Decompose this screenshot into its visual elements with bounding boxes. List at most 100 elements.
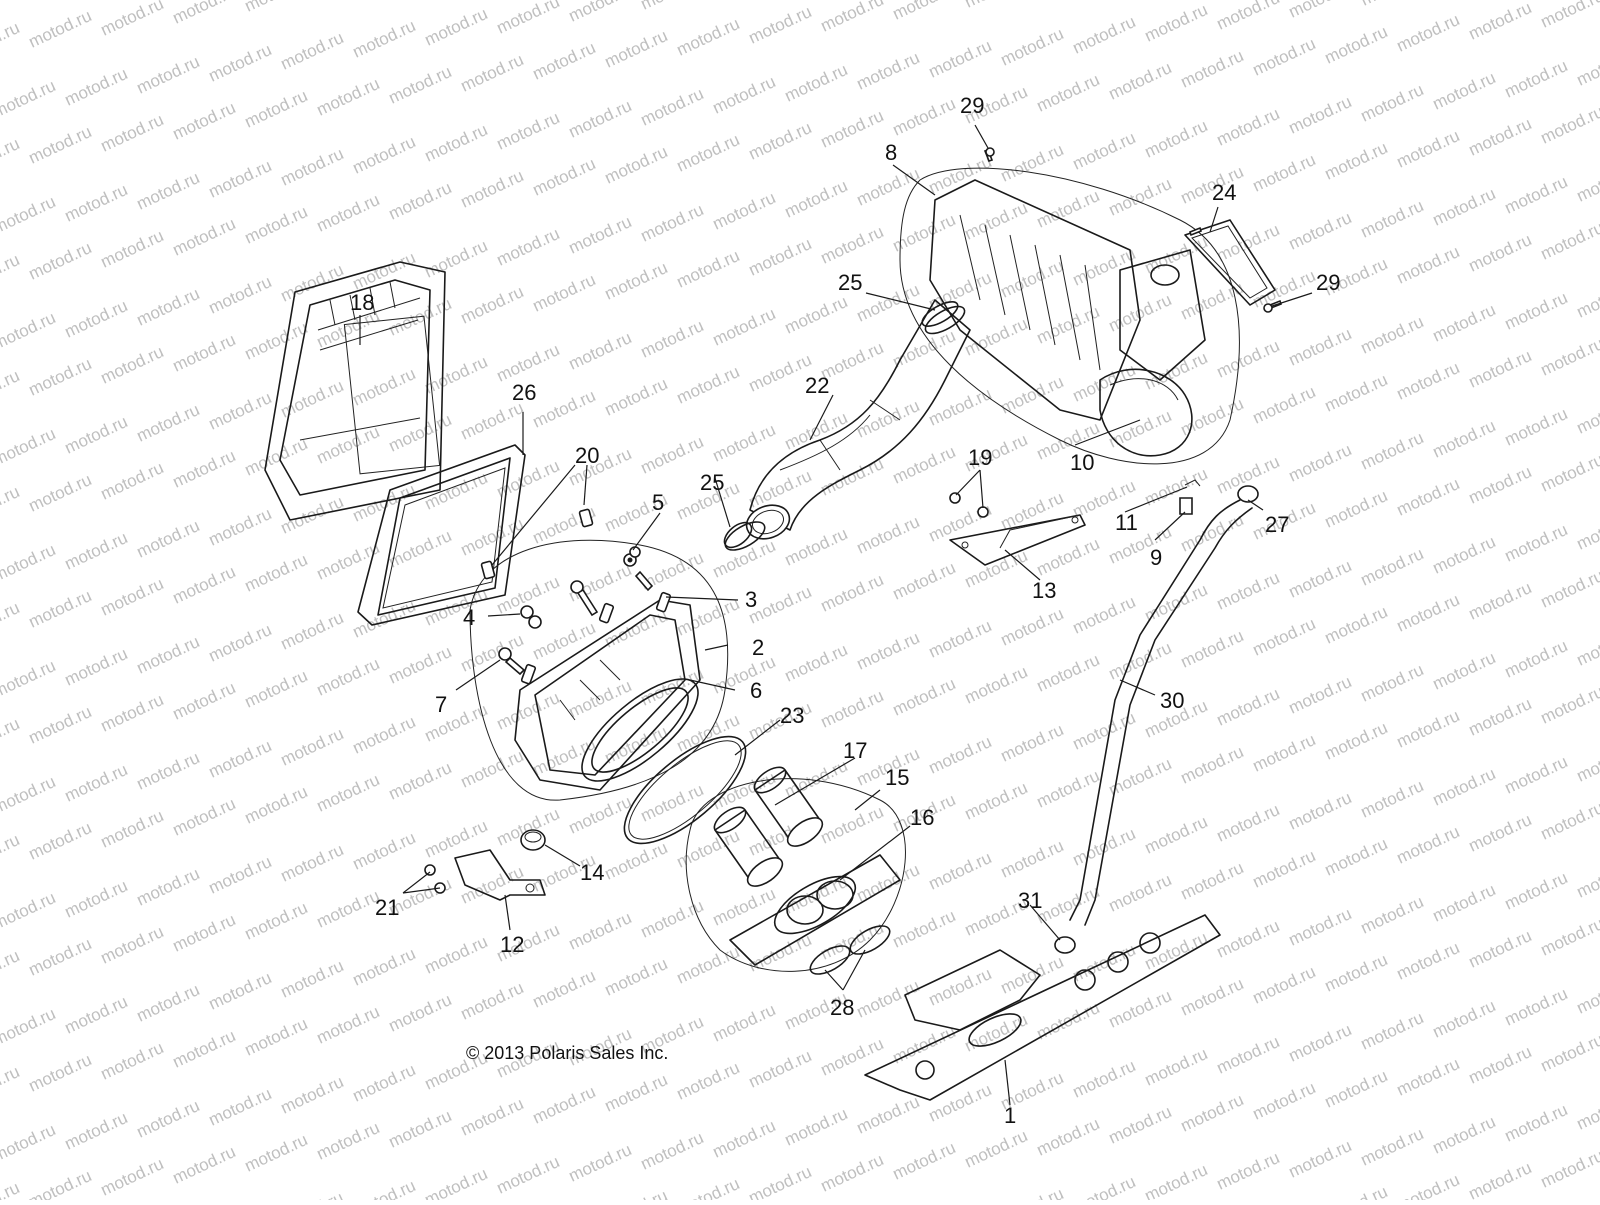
callout-27: 26	[512, 380, 536, 405]
watermark-text: motod.ru	[998, 720, 1067, 766]
watermark-text: motod.ru	[0, 1178, 22, 1200]
watermark-text: motod.ru	[242, 898, 311, 944]
watermark-text: motod.ru	[386, 178, 455, 224]
watermark-text: motod.ru	[674, 1174, 743, 1200]
watermark-text: motod.ru	[674, 130, 743, 176]
watermark-text: motod.ru	[962, 198, 1031, 244]
watermark-text: motod.ru	[1538, 450, 1600, 496]
watermark-text: motod.ru	[1538, 682, 1600, 728]
watermark-text: motod.ru	[386, 1106, 455, 1152]
watermark-text: motod.ru	[314, 886, 383, 932]
watermark-text: motod.ru	[926, 384, 995, 430]
watermark-text: motod.ru	[1394, 706, 1463, 752]
watermark-text: motod.ru	[1430, 764, 1499, 810]
watermark-text: motod.ru	[1358, 196, 1427, 242]
watermark-text: motod.ru	[566, 0, 635, 26]
watermark-text: motod.ru	[170, 446, 239, 492]
watermark-text: motod.ru	[0, 18, 22, 64]
watermark-text: motod.ru	[1142, 812, 1211, 858]
watermark-text: motod.ru	[1394, 1170, 1463, 1200]
watermark-text: motod.ru	[170, 910, 239, 956]
watermark-text: motod.ru	[0, 308, 58, 354]
watermark-text: motod.ru	[818, 222, 887, 268]
watermark-text: motod.ru	[1070, 1056, 1139, 1102]
watermark-text: motod.ru	[1142, 580, 1211, 626]
watermark-text: motod.ru	[1430, 996, 1499, 1042]
callout-3: 3	[745, 587, 757, 612]
watermark-text: motod.ru	[314, 1002, 383, 1048]
watermark-text: motod.ru	[602, 258, 671, 304]
watermark-text: motod.ru	[134, 748, 203, 794]
part-1-mounting-plate	[864, 914, 1221, 1101]
watermark-text: motod.ru	[1574, 44, 1600, 90]
watermark-text: motod.ru	[242, 550, 311, 596]
watermark-text: motod.ru	[350, 16, 419, 62]
part-27-air-filter	[357, 444, 526, 626]
watermark-text: motod.ru	[926, 36, 995, 82]
part-28-clamps	[809, 925, 891, 975]
watermark-text: motod.ru	[1214, 104, 1283, 150]
watermark-text: motod.ru	[1250, 266, 1319, 312]
watermark-text: motod.ru	[818, 106, 887, 152]
watermark-text: motod.ru	[854, 1092, 923, 1138]
watermark-text: motod.ru	[494, 688, 563, 734]
watermark-text: motod.ru	[1178, 1090, 1247, 1136]
watermark-text: motod.ru	[890, 326, 959, 372]
watermark-text: motod.ru	[206, 736, 275, 782]
watermark-text: motod.ru	[458, 1094, 527, 1140]
part-15-plenum	[685, 766, 906, 972]
watermark-text: motod.ru	[242, 0, 311, 16]
watermark-text: motod.ru	[98, 458, 167, 504]
watermark-text: motod.ru	[1430, 416, 1499, 462]
watermark-text: motod.ru	[494, 340, 563, 386]
watermark-text: motod.ru	[242, 1130, 311, 1176]
watermark-text: motod.ru	[1214, 1148, 1283, 1194]
watermark-text: motod.ru	[0, 830, 22, 876]
watermark-text: motod.ru	[782, 176, 851, 222]
watermark-text: motod.ru	[1142, 928, 1211, 974]
watermark-text: motod.ru	[134, 1096, 203, 1142]
callout-labels: 18 26 20 5 3 4 2 6 7 23 17 15 16 14 21 1…	[350, 93, 1340, 1128]
watermark-text: motod.ru	[350, 248, 419, 294]
watermark-text: motod.ru	[1250, 382, 1319, 428]
watermark-text: motod.ru	[1070, 128, 1139, 174]
watermark-text: motod.ru	[962, 662, 1031, 708]
watermark-text: motod.ru	[566, 328, 635, 374]
part-23-o-ring	[623, 735, 747, 845]
watermark-text: motod.ru	[1070, 592, 1139, 638]
watermark-text: motod.ru	[1286, 440, 1355, 486]
watermark-text: motod.ru	[674, 1058, 743, 1104]
watermark-text: motod.ru	[1574, 276, 1600, 322]
watermark-text: motod.ru	[134, 632, 203, 678]
watermark-text: motod.ru	[98, 0, 167, 40]
watermark-text: motod.ru	[422, 120, 491, 166]
watermark-text: motod.ru	[782, 640, 851, 686]
watermark-text: motod.ru	[350, 944, 419, 990]
watermark-text: motod.ru	[998, 488, 1067, 534]
watermark-text: motod.ru	[134, 168, 203, 214]
watermark-text: motod.ru	[350, 828, 419, 874]
watermark-text: motod.ru	[782, 60, 851, 106]
watermark-text: motod.ru	[170, 0, 239, 28]
watermark-text: motod.ru	[1574, 1088, 1600, 1134]
watermark-text: motod.ru	[26, 702, 95, 748]
watermark-text: motod.ru	[98, 806, 167, 852]
watermark-text: motod.ru	[242, 1014, 311, 1060]
watermark-text: motod.ru	[818, 1034, 887, 1080]
callout-25-upper: 25	[838, 270, 862, 295]
watermark-text: motod.ru	[710, 0, 779, 2]
callout-18: 18	[350, 290, 374, 315]
watermark-text: motod.ru	[1538, 334, 1600, 380]
watermark-text: motod.ru	[602, 954, 671, 1000]
watermark-text: motod.ru	[170, 98, 239, 144]
watermark-text: motod.ru	[1466, 114, 1535, 160]
watermark-text: motod.ru	[134, 516, 203, 562]
watermark-text: motod.ru	[0, 366, 22, 412]
watermark-text: motod.ru	[26, 354, 95, 400]
callout-9: 9	[1150, 545, 1162, 570]
watermark-text: motod.ru	[1430, 300, 1499, 346]
watermark-text: motod.ru	[1286, 1136, 1355, 1182]
watermark-text: motod.ru	[746, 118, 815, 164]
watermark-text: motod.ru	[926, 1080, 995, 1126]
watermark-text: motod.ru	[818, 1150, 887, 1196]
